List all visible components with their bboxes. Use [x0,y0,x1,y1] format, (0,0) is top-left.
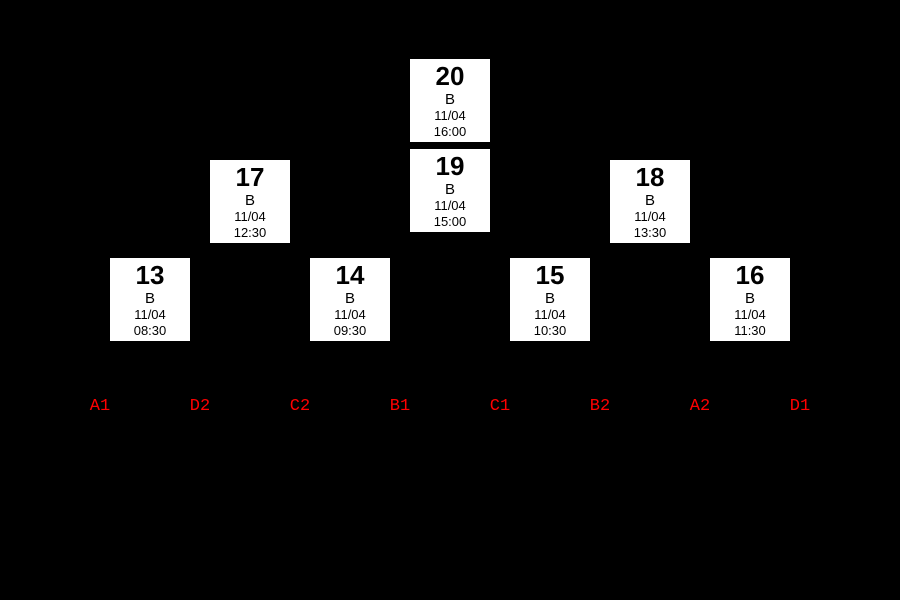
match-time: 13:30 [633,225,667,240]
match-date: 11/04 [434,198,466,213]
match-box-17: 17 B 11/04 12:30 [210,160,290,243]
match-group: B [244,192,255,209]
match-number: 18 [635,162,665,192]
match-time: 15:00 [433,214,467,229]
match-number: 17 [235,162,265,192]
match-date: 11/04 [334,307,366,322]
match-group: B [744,290,755,307]
match-box-13: 13 B 11/04 08:30 [110,258,190,341]
match-date: 11/04 [734,307,766,322]
match-time: 11:30 [734,323,766,338]
match-number: 13 [135,260,165,290]
match-number: 15 [535,260,565,290]
match-box-19: 19 B 11/04 15:00 [410,149,490,232]
slot-label-b2: B2 [589,397,611,416]
match-box-16: 16 B 11/04 11:30 [710,258,790,341]
match-box-15: 15 B 11/04 10:30 [510,258,590,341]
match-time: 16:00 [433,124,467,139]
slot-label-a2: A2 [689,397,711,416]
match-date: 11/04 [134,307,166,322]
match-group: B [444,91,455,108]
match-number: 20 [435,61,465,91]
match-time: 12:30 [233,225,267,240]
match-group: B [644,192,655,209]
match-group: B [344,290,355,307]
match-group: B [444,181,455,198]
slot-label-b1: B1 [389,397,411,416]
slot-label-c1: C1 [489,397,511,416]
match-date: 11/04 [234,209,266,224]
slot-label-c2: C2 [289,397,311,416]
slot-label-d1: D1 [789,397,811,416]
match-box-14: 14 B 11/04 09:30 [310,258,390,341]
match-box-18: 18 B 11/04 13:30 [610,160,690,243]
match-date: 11/04 [534,307,566,322]
slot-label-d2: D2 [189,397,211,416]
match-date: 11/04 [434,108,466,123]
match-number: 14 [335,260,365,290]
match-time: 08:30 [133,323,167,338]
match-time: 09:30 [333,323,367,338]
match-time: 10:30 [533,323,567,338]
match-group: B [544,290,555,307]
match-group: B [144,290,155,307]
match-date: 11/04 [634,209,666,224]
match-number: 16 [735,260,765,290]
slot-label-a1: A1 [89,397,111,416]
match-number: 19 [435,151,465,181]
match-box-20: 20 B 11/04 16:00 [410,59,490,142]
